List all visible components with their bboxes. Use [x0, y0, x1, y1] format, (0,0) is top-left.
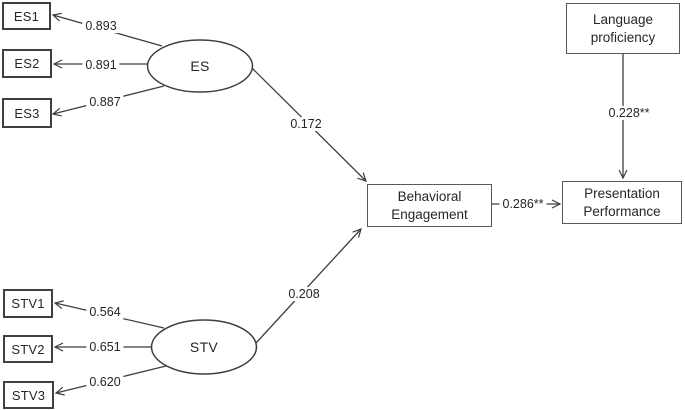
loading-value-stv1: 0.564 — [86, 305, 124, 319]
loading-value-stv3: 0.620 — [86, 375, 124, 389]
loading-value-es1: 0.893 — [82, 19, 120, 33]
indicator-label: STV3 — [11, 387, 46, 403]
indicator-box-stv2: STV2 — [3, 335, 53, 363]
path-stv-to-behavioral-engagement — [255, 229, 361, 344]
behavioral-engagement-label: Behavioral Engagement — [391, 188, 468, 222]
presentation-performance-box: Presentation Performance — [562, 181, 682, 224]
path-coefficient-be-pp: 0.286** — [499, 197, 547, 211]
indicator-box-es2: ES2 — [2, 49, 52, 78]
path-coefficient-lp-pp: 0.228** — [605, 106, 653, 120]
latent-es-label: ES — [190, 58, 210, 74]
latent-stv-label: STV — [189, 339, 219, 355]
indicator-box-es3: ES3 — [2, 98, 52, 128]
latent-es-ellipse — [146, 39, 254, 93]
language-proficiency-box: Language proficiency — [566, 3, 680, 54]
presentation-performance-label: Presentation Performance — [583, 185, 661, 219]
indicator-box-stv3: STV3 — [3, 381, 54, 409]
indicator-label: STV2 — [11, 341, 45, 357]
indicator-label: ES1 — [13, 8, 40, 24]
indicator-label: STV1 — [11, 296, 45, 311]
behavioral-engagement-box: Behavioral Engagement — [367, 184, 492, 227]
language-proficiency-label: Language proficiency — [590, 11, 656, 45]
indicator-box-stv1: STV1 — [3, 289, 53, 318]
loading-value-es2: 0.891 — [82, 58, 120, 72]
indicator-label: ES3 — [14, 105, 40, 121]
path-coefficient-stv-be: 0.208 — [285, 287, 323, 301]
indicator-label: ES2 — [14, 56, 40, 71]
loading-value-es3: 0.887 — [86, 95, 124, 109]
path-coefficient-es-be: 0.172 — [287, 117, 325, 131]
loading-value-stv2: 0.651 — [86, 340, 124, 354]
indicator-box-es1: ES1 — [2, 2, 51, 30]
